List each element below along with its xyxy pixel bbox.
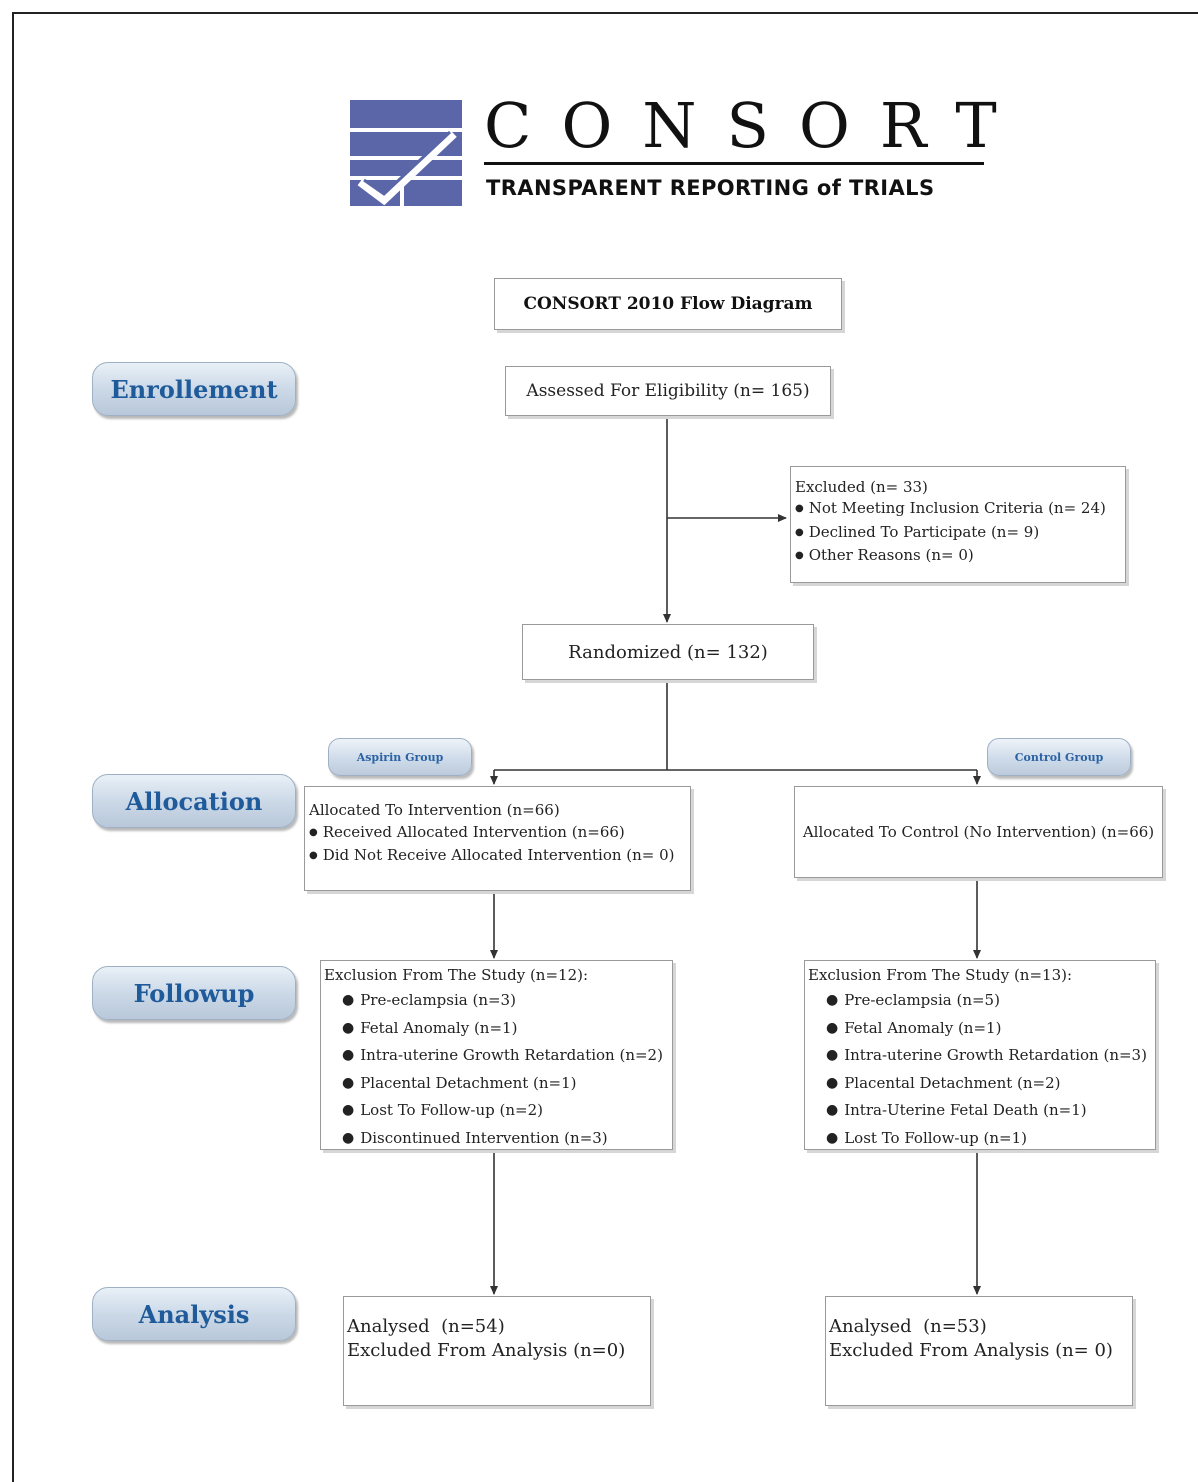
- allocation-intervention-item: Received Allocated Intervention (n=66): [309, 822, 690, 846]
- consort-logo-icon: [350, 100, 462, 206]
- analysis-control-excluded: Excluded From Analysis (n= 0): [829, 1340, 1113, 1361]
- analysis-intervention-excluded: Excluded From Analysis (n=0): [347, 1340, 626, 1361]
- followup-control-item: Intra-uterine Growth Retardation (n=3): [826, 1042, 1155, 1070]
- stage-allocation: Allocation: [92, 774, 296, 828]
- followup-control-item: Intra-Uterine Fetal Death (n=1): [826, 1097, 1155, 1125]
- logo-divider: [484, 162, 984, 165]
- followup-intervention-box: Exclusion From The Study (n=12): Pre-ecl…: [320, 960, 673, 1150]
- group-label-aspirin: Aspirin Group: [328, 738, 472, 776]
- followup-intervention-item: Placental Detachment (n=1): [342, 1070, 672, 1098]
- followup-intervention-item: Fetal Anomaly (n=1): [342, 1015, 672, 1043]
- randomized-box: Randomized (n= 132): [522, 624, 814, 680]
- followup-control-item: Placental Detachment (n=2): [826, 1070, 1155, 1098]
- excluded-box: Excluded (n= 33) Not Meeting Inclusion C…: [790, 466, 1126, 583]
- followup-control-item: Fetal Anomaly (n=1): [826, 1015, 1155, 1043]
- stage-analysis: Analysis: [92, 1287, 296, 1341]
- analysis-intervention-box: Analysed (n=54) Excluded From Analysis (…: [343, 1296, 651, 1406]
- stage-followup: Followup: [92, 966, 296, 1020]
- stage-enrollment: Enrollement: [92, 362, 296, 416]
- excluded-item: Declined To Participate (n= 9): [795, 522, 1125, 546]
- consort-wordmark: CONSORT: [484, 89, 1027, 162]
- analysis-intervention-analysed: Analysed (n=54): [347, 1316, 505, 1337]
- allocation-intervention-box: Allocated To Intervention (n=66) Receive…: [304, 786, 691, 891]
- assessed-box: Assessed For Eligibility (n= 165): [505, 366, 831, 416]
- allocation-intervention-item: Did Not Receive Allocated Intervention (…: [309, 845, 690, 869]
- followup-intervention-title: Exclusion From The Study (n=12):: [324, 966, 589, 984]
- followup-intervention-item: Discontinued Intervention (n=3): [342, 1125, 672, 1153]
- followup-intervention-item: Pre-eclampsia (n=3): [342, 987, 672, 1015]
- page-frame: [12, 12, 1198, 1482]
- followup-control-item: Lost To Follow-up (n=1): [826, 1125, 1155, 1153]
- followup-control-box: Exclusion From The Study (n=13): Pre-ecl…: [804, 960, 1156, 1150]
- analysis-control-analysed: Analysed (n=53): [829, 1316, 987, 1337]
- followup-intervention-item: Intra-uterine Growth Retardation (n=2): [342, 1042, 672, 1070]
- diagram-title: CONSORT 2010 Flow Diagram: [494, 278, 842, 330]
- followup-control-title: Exclusion From The Study (n=13):: [808, 966, 1073, 984]
- excluded-item: Other Reasons (n= 0): [795, 545, 1125, 569]
- followup-control-item: Pre-eclampsia (n=5): [826, 987, 1155, 1015]
- analysis-control-box: Analysed (n=53) Excluded From Analysis (…: [825, 1296, 1133, 1406]
- allocation-control-box: Allocated To Control (No Intervention) (…: [794, 786, 1163, 878]
- allocation-intervention-title: Allocated To Intervention (n=66): [309, 801, 560, 819]
- excluded-title: Excluded (n= 33): [795, 478, 928, 496]
- consort-tagline: TRANSPARENT REPORTING of TRIALS: [486, 176, 935, 200]
- excluded-item: Not Meeting Inclusion Criteria (n= 24): [795, 498, 1125, 522]
- followup-intervention-item: Lost To Follow-up (n=2): [342, 1097, 672, 1125]
- group-label-control: Control Group: [987, 738, 1131, 776]
